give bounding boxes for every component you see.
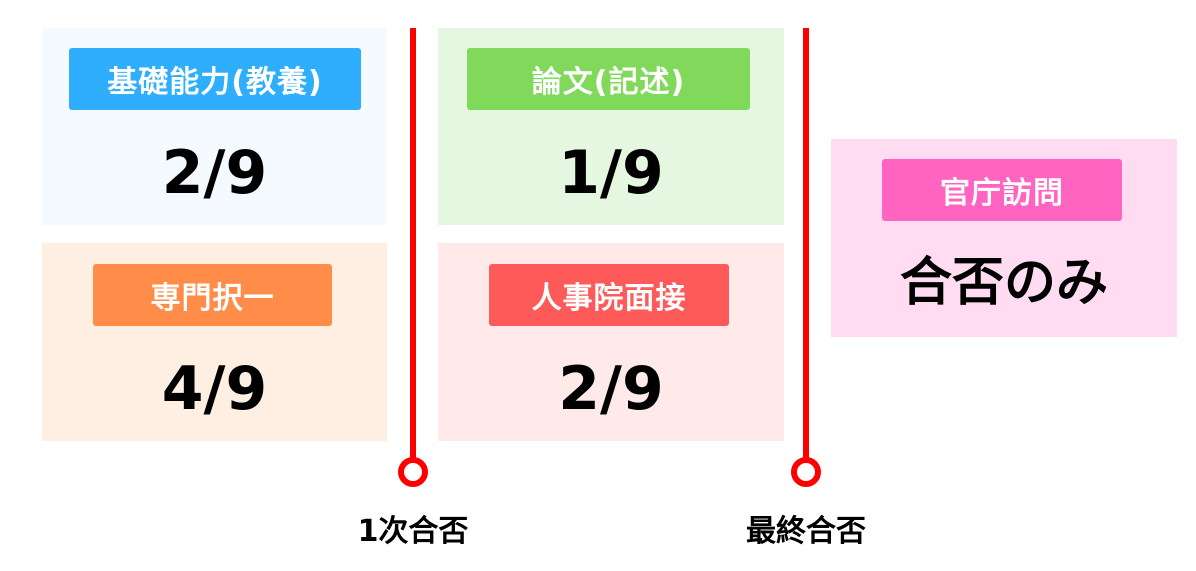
stage-card-kancho: 官庁訪問 合否のみ <box>831 139 1177 337</box>
final-pass-milestone-marker-icon <box>791 457 821 487</box>
stage-label-jinjiin: 人事院面接 <box>489 264 729 326</box>
first-pass-milestone-label: 1次合否 <box>357 514 469 549</box>
final-pass-divider-line <box>803 28 809 460</box>
stage-card-kiso: 基礎能力(教養) 2/9 <box>42 28 387 225</box>
stage-score-ronbun: 1/9 <box>558 138 664 208</box>
first-pass-milestone-marker-icon <box>398 457 428 487</box>
stage-card-jinjiin: 人事院面接 2/9 <box>438 243 784 441</box>
stage-label-kiso: 基礎能力(教養) <box>69 48 361 110</box>
stage-score-senmon: 4/9 <box>161 354 268 424</box>
stage-result-kancho: 合否のみ <box>899 253 1108 313</box>
stage-label-kancho: 官庁訪問 <box>882 159 1122 221</box>
stage-label-senmon: 専門択一 <box>93 264 332 326</box>
stage-label-ronbun: 論文(記述) <box>467 48 750 110</box>
stage-card-senmon: 専門択一 4/9 <box>42 243 387 441</box>
stage-score-kiso: 2/9 <box>161 138 268 208</box>
stage-score-jinjiin: 2/9 <box>558 354 664 424</box>
final-pass-milestone-label: 最終合否 <box>746 514 866 549</box>
stage-card-ronbun: 論文(記述) 1/9 <box>438 28 784 225</box>
first-pass-divider-line <box>410 28 416 460</box>
